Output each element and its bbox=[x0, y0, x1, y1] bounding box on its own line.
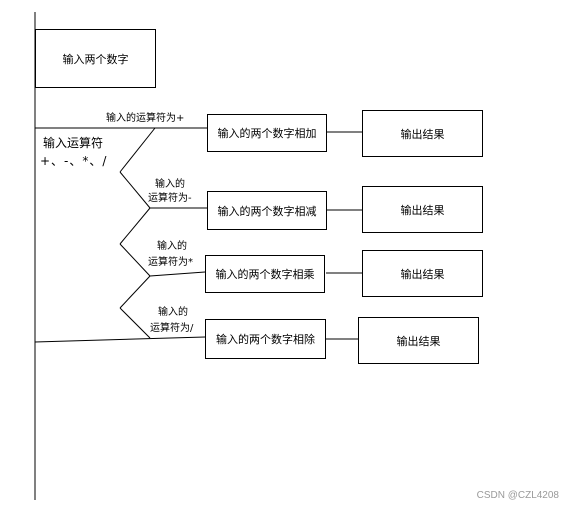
action-1-text: 输入的两个数字相加 bbox=[217, 127, 317, 140]
branch-2-diagonal-in bbox=[119, 171, 151, 209]
branch-3-line bbox=[149, 271, 206, 277]
condition-4-label-line2: 运算符为/ bbox=[150, 323, 194, 334]
branch-1-diagonal bbox=[119, 127, 156, 173]
action-box-4: 输入的两个数字相除 bbox=[205, 319, 326, 359]
action-2-text: 输入的两个数字相减 bbox=[217, 204, 317, 218]
output-box-4: 输出结果 bbox=[358, 317, 479, 364]
action-3-text: 输入的两个数字相乘 bbox=[215, 268, 315, 281]
branch-4-line bbox=[34, 336, 206, 343]
output-4-text: 输出结果 bbox=[396, 334, 441, 348]
branch-3-diagonal-out bbox=[119, 275, 151, 309]
branch-3-diagonal-in bbox=[119, 243, 151, 277]
condition-2-label-line2: 运算符为- bbox=[148, 193, 192, 204]
start-box: 输入两个数字 bbox=[35, 29, 156, 88]
action-box-1: 输入的两个数字相加 bbox=[207, 114, 327, 152]
branch-2-diagonal-out bbox=[119, 207, 151, 245]
csdn-watermark: CSDN @CZL4208 bbox=[476, 490, 559, 501]
action-box-3: 输入的两个数字相乘 bbox=[205, 255, 325, 293]
condition-3-label-line1: 输入的 bbox=[157, 241, 187, 252]
condition-2-label-line1: 输入的 bbox=[155, 179, 185, 190]
condition-3-label-line2: 运算符为* bbox=[148, 257, 193, 268]
output-box-1: 输出结果 bbox=[362, 110, 483, 157]
operator-prompt-line1: 输入运算符 bbox=[43, 136, 104, 150]
output-1-text: 输出结果 bbox=[400, 127, 445, 141]
output-3-text: 输出结果 bbox=[400, 267, 445, 281]
start-box-text: 输入两个数字 bbox=[62, 52, 129, 66]
output-box-3: 输出结果 bbox=[362, 250, 483, 297]
action-4-text: 输入的两个数字相除 bbox=[216, 333, 315, 346]
output-box-2: 输出结果 bbox=[362, 186, 483, 233]
operator-prompt-line2: +、-、*、/ bbox=[40, 154, 108, 168]
branch-4-diagonal-in bbox=[119, 307, 151, 339]
condition-4-label-line1: 输入的 bbox=[158, 307, 188, 318]
output-2-text: 输出结果 bbox=[400, 203, 445, 217]
action-box-2: 输入的两个数字相减 bbox=[207, 191, 327, 230]
condition-1-label: 输入的运算符为+ bbox=[106, 113, 185, 124]
